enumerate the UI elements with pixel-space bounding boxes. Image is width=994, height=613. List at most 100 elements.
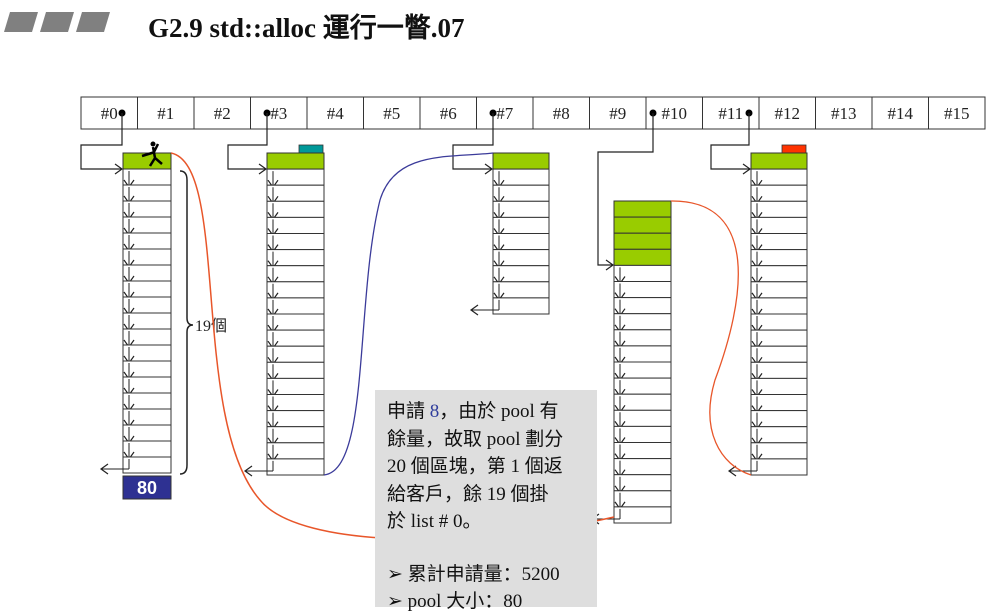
pool-box: 80 (122, 475, 172, 500)
free-list-slot-8: #8 (532, 96, 590, 130)
arrow-head-icon (605, 259, 615, 271)
free-block (750, 458, 808, 476)
free-block (122, 424, 172, 442)
brace (179, 170, 194, 475)
free-block (750, 200, 808, 218)
free-block (122, 296, 172, 314)
used-block (613, 200, 672, 218)
free-block (122, 376, 172, 394)
free-list-0 (80, 109, 172, 475)
slot-pointer (227, 113, 268, 170)
slot-label: #11 (718, 104, 743, 123)
note-text: 給客戶，餘 19 個掛 (387, 483, 549, 505)
free-block (750, 410, 808, 428)
slot-cell (363, 96, 421, 130)
used-block (750, 152, 808, 170)
free-block (492, 233, 550, 251)
free-block (122, 312, 172, 330)
slot-label: #14 (888, 104, 914, 123)
slot-label: #1 (157, 104, 174, 123)
free-block (750, 377, 808, 395)
free-block (750, 249, 808, 267)
running-man-icon (141, 141, 163, 167)
slot-cell (928, 96, 986, 130)
free-list-slot-2: #2 (193, 96, 251, 130)
free-block (750, 265, 808, 283)
slot-cell (250, 96, 308, 130)
arrow-head-icon (243, 465, 253, 477)
arrow-head-icon (742, 163, 752, 175)
free-block (750, 329, 808, 347)
used-block (613, 232, 672, 250)
pool-end-curve (670, 200, 752, 476)
slot-pointer (710, 113, 750, 170)
used-block (266, 152, 325, 170)
arrow-head-icon (484, 163, 494, 175)
slot-label: #7 (496, 104, 514, 123)
slot-pointer (597, 113, 654, 266)
free-block (492, 281, 550, 299)
free-block (122, 216, 172, 234)
note-text: ，由於 pool 有 (439, 401, 559, 422)
free-block (750, 313, 808, 331)
free-block (122, 392, 172, 410)
free-list-3 (227, 109, 325, 477)
free-block (122, 200, 172, 218)
free-block (750, 184, 808, 202)
block-tab (298, 144, 324, 154)
free-block (492, 168, 550, 186)
free-block (750, 345, 808, 363)
free-block (122, 168, 172, 186)
note-text: 於 list # 0。 (387, 511, 482, 532)
free-block (750, 216, 808, 234)
slot-label: #4 (327, 104, 345, 123)
free-block (492, 216, 550, 234)
slot-label: #12 (775, 104, 801, 123)
slot-label: #0 (101, 104, 118, 123)
slot-cell (306, 96, 364, 130)
block-count-label: 19個 (195, 317, 227, 335)
title-decoration-icon (4, 12, 110, 32)
pool-label: 80 (137, 478, 157, 498)
link-curve (323, 152, 494, 476)
slot-cell (532, 96, 590, 130)
free-list-7 (452, 109, 550, 316)
free-list-slot-0: #0 (80, 96, 138, 130)
free-list-slot-5: #5 (363, 96, 421, 130)
free-block (122, 344, 172, 362)
free-block (750, 426, 808, 444)
arrow-head-icon (727, 465, 737, 477)
slot-pointer (80, 113, 123, 170)
note-text: 申請 (387, 401, 430, 422)
free-block (122, 264, 172, 282)
slot-cell (476, 96, 534, 130)
slot-cell (193, 96, 251, 130)
free-list-slot-4: #4 (306, 96, 364, 130)
free-block (122, 184, 172, 202)
total-requested: ➢ 累計申請量：5200 (387, 563, 560, 585)
note-request-size: 8 (429, 401, 440, 422)
free-list-slot-14: #14 (871, 96, 929, 130)
free-block (122, 248, 172, 266)
explanation-note: 申請 8，由於 pool 有 餘量，故取 pool 劃分 20 個區塊，第 1 … (375, 390, 597, 612)
slot-label: #10 (662, 104, 688, 123)
free-block (266, 458, 325, 476)
free-block (492, 200, 550, 218)
free-list-slot-6: #6 (419, 96, 477, 130)
pool-size: ➢ pool 大小：80 (387, 590, 523, 612)
free-block (122, 232, 172, 250)
free-list-slot-13: #13 (815, 96, 873, 130)
free-block (492, 184, 550, 202)
slot-label: #8 (553, 104, 570, 123)
page-title: G2.9 std::alloc 運行一瞥.07 (148, 13, 465, 43)
free-list-slot-7: #7 (476, 96, 534, 130)
free-block (122, 408, 172, 426)
free-list-slot-15: #15 (928, 96, 986, 130)
free-block (122, 280, 172, 298)
slot-cell (80, 96, 138, 130)
arrow-head-icon (258, 163, 268, 175)
free-block (613, 506, 672, 524)
free-block (750, 394, 808, 412)
slot-label: #13 (831, 104, 857, 123)
